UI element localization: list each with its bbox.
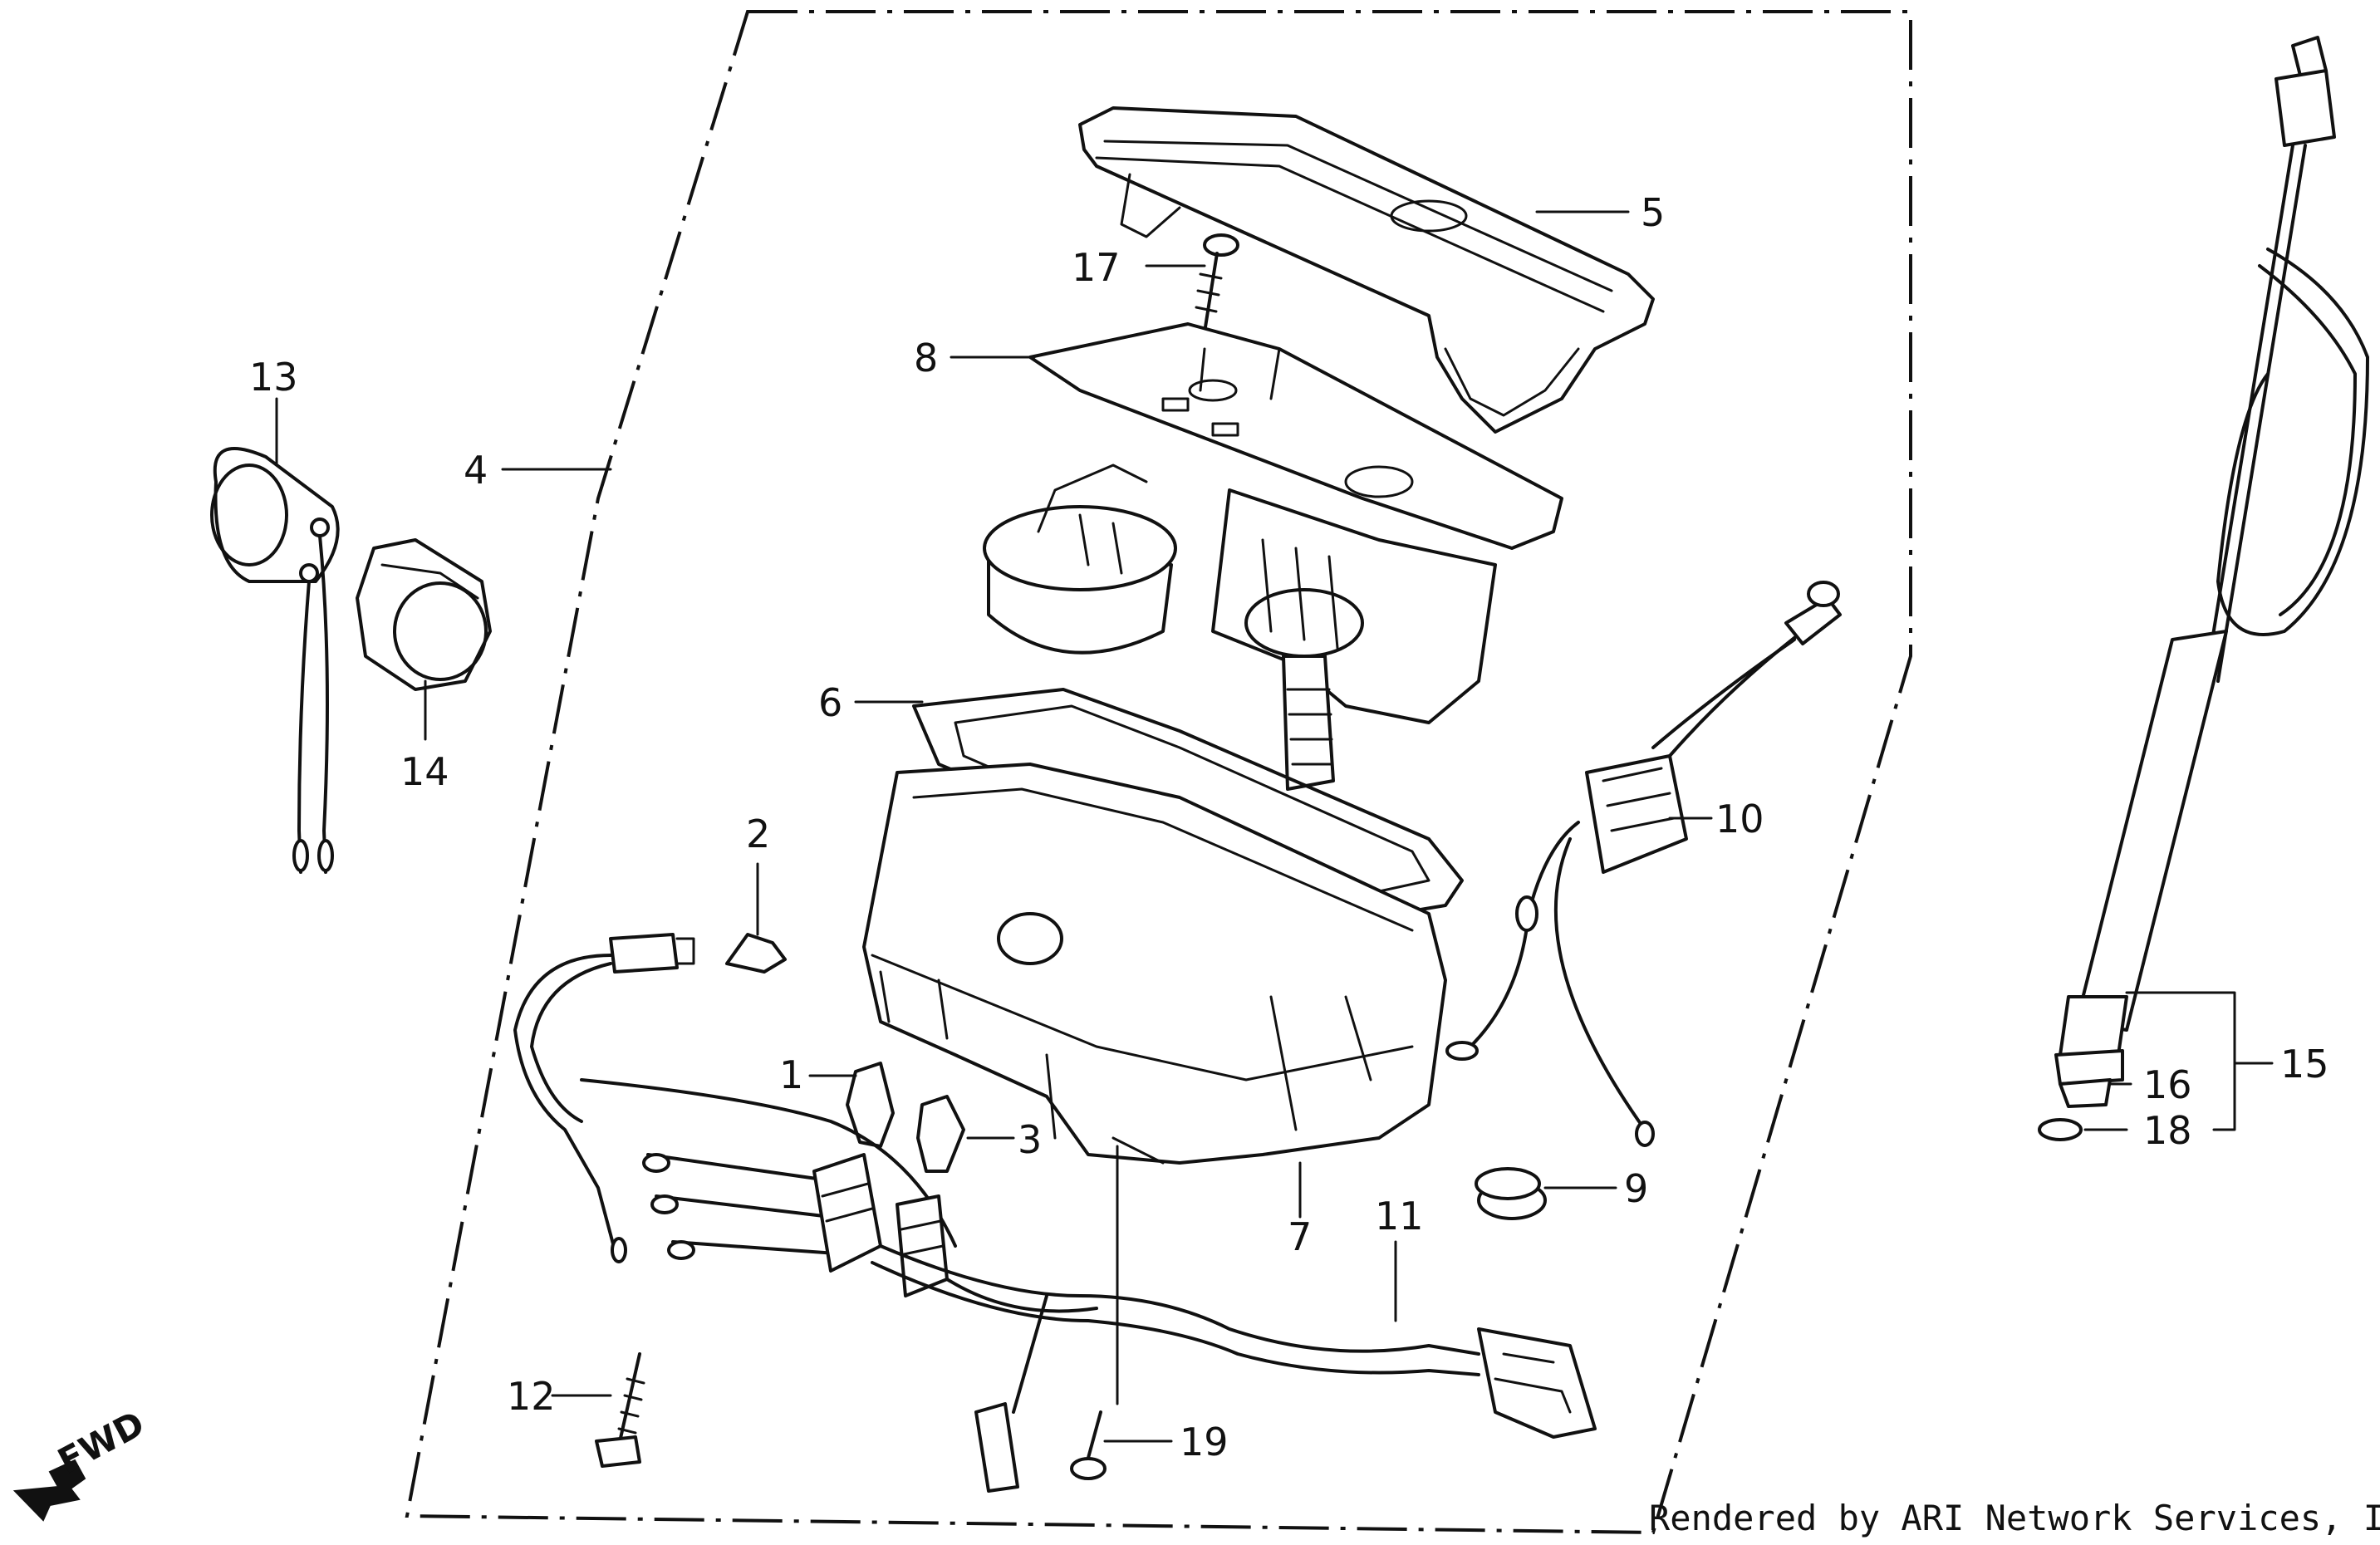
callout-9: 9: [1624, 1166, 1648, 1211]
part-19-screw: [1070, 1410, 1107, 1480]
callout-7: 7: [1288, 1214, 1312, 1259]
callout-17: 17: [1072, 245, 1121, 290]
callout-14: 14: [400, 749, 449, 794]
leader-lines: [275, 210, 2274, 1443]
part-12-bolt: [595, 1352, 645, 1468]
callout-11: 11: [1375, 1194, 1424, 1238]
part-2-cap: [725, 933, 787, 974]
callout-10: 10: [1715, 797, 1764, 841]
callout-19: 19: [1180, 1420, 1229, 1464]
assembly-boundary: [405, 10, 1912, 1535]
part-1-bulb: [846, 1062, 895, 1148]
callout-6: 6: [818, 680, 842, 725]
part-7-meter-case: [862, 763, 1447, 1165]
callout-13: 13: [249, 355, 298, 400]
part-10-sensor: [1445, 581, 1842, 1147]
part-18-o-ring: [2038, 1118, 2083, 1141]
fwd-arrow: FWD: [12, 1403, 151, 1522]
part-5-top-cover: [1078, 106, 1655, 434]
callout-8: 8: [914, 336, 938, 380]
part-11-wire-harness: [642, 1153, 1597, 1493]
fwd-arrow-icon: [12, 1459, 86, 1522]
callout-12: 12: [507, 1374, 556, 1419]
fwd-label: FWD: [52, 1403, 151, 1482]
callout-18: 18: [2143, 1108, 2192, 1153]
callout-4: 4: [464, 448, 488, 493]
part-9-grommet: [1475, 1167, 1547, 1220]
callout-16: 16: [2143, 1062, 2192, 1107]
part-13-indicator-lamp: [210, 447, 340, 874]
part-14-lamp-holder: [356, 538, 492, 691]
callout-1: 1: [779, 1052, 803, 1097]
part-8-mounting-plate: [1028, 322, 1563, 550]
sensor-wire-left: [513, 933, 957, 1263]
part-3-bulb: [916, 1095, 965, 1173]
part-15-speedometer-cable: [2054, 36, 2369, 1108]
render-credit: Rendered by ARI Network Services, Inc.: [1649, 1498, 2380, 1538]
callout-3: 3: [1018, 1117, 1042, 1162]
indicator-unit: [983, 464, 1177, 655]
part-17-screw: [1195, 233, 1239, 334]
callout-2: 2: [746, 812, 770, 856]
gauge-mechanism: [1211, 488, 1497, 791]
callout-5: 5: [1641, 190, 1665, 235]
callout-15: 15: [2280, 1042, 2329, 1086]
